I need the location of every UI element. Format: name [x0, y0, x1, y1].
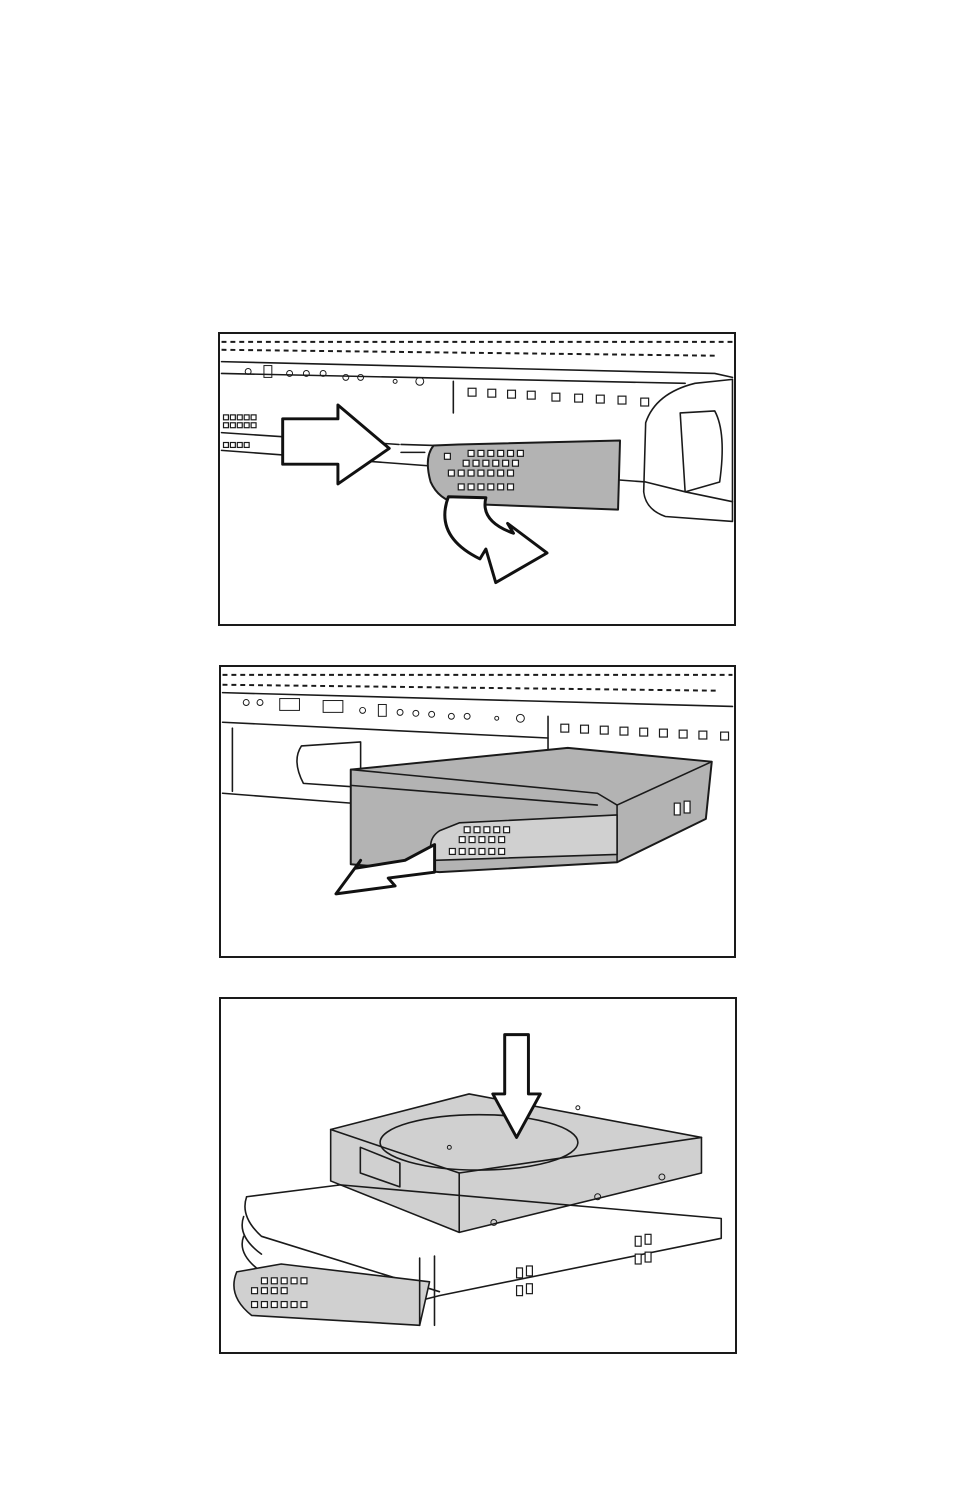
step-3-panel: [219, 997, 737, 1354]
drive-bay-slots: [468, 388, 649, 406]
front-panel-ports: [243, 699, 524, 723]
vent-grid-left: [223, 415, 256, 448]
rotate-arrow-icon: [445, 497, 547, 583]
push-arrow-icon: [283, 405, 390, 484]
drive-bay-slots: [561, 724, 729, 740]
step-1-illustration: [220, 334, 734, 624]
step-2-panel: [219, 665, 736, 958]
step-1-panel: [218, 332, 736, 626]
step-2-illustration: [221, 667, 734, 956]
rack-handle: [644, 379, 733, 521]
carrier-lever: [401, 441, 620, 510]
step-3-illustration: [221, 999, 735, 1352]
drive-carrier: [351, 748, 712, 872]
